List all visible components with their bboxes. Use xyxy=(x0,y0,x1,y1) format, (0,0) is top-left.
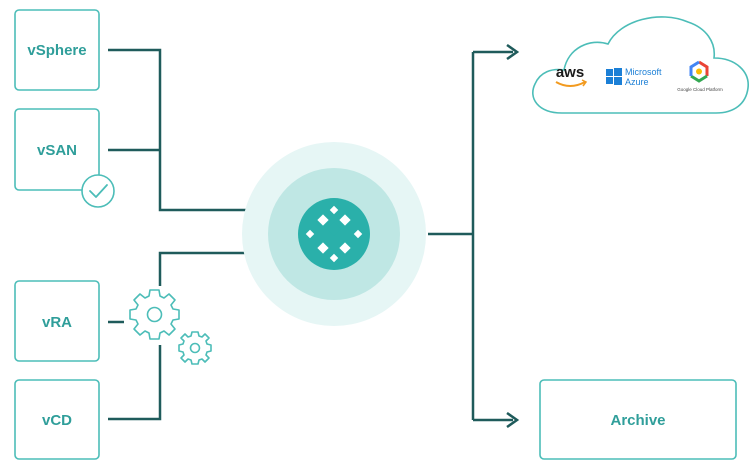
google-cloud-logo: Google Cloud Platform xyxy=(677,60,723,92)
source-vsphere-box xyxy=(14,9,100,91)
azure-microsoft-label: Microsoft xyxy=(625,67,662,77)
aws-label: aws xyxy=(556,64,584,81)
source-vsan-label: vSAN xyxy=(37,142,77,159)
aws-smile-icon xyxy=(555,81,586,87)
source-vcd[interactable]: vCD xyxy=(14,379,100,460)
central-hub[interactable] xyxy=(242,142,426,326)
archive-label: Archive xyxy=(610,412,665,429)
hub-logo-icon xyxy=(305,205,363,263)
vsphere-connector xyxy=(108,48,258,212)
aws-logo: aws xyxy=(555,64,588,87)
source-vsphere[interactable]: vSphere xyxy=(14,9,100,91)
archive-box xyxy=(539,379,737,460)
windows-flag-icon xyxy=(606,68,622,85)
source-vra-label: vRA xyxy=(42,314,72,331)
google-cloud-hexagon-icon xyxy=(689,60,709,83)
small-gear-icon xyxy=(178,331,212,365)
azure-logo: Microsoft Azure xyxy=(606,67,662,87)
source-vcd-label: vCD xyxy=(42,412,72,429)
large-gear-icon xyxy=(129,289,180,340)
source-connectors xyxy=(108,48,265,421)
gears-icon xyxy=(129,289,212,365)
arrow-cloud-icon xyxy=(506,43,520,61)
source-vcd-box xyxy=(14,379,100,460)
cloud-target[interactable]: aws Microsoft Azure Google Cloud Platfor… xyxy=(532,16,749,114)
gears-connector xyxy=(158,251,258,286)
output-connectors xyxy=(428,43,520,429)
source-vsan[interactable]: vSAN xyxy=(14,108,100,191)
check-circle-icon xyxy=(81,174,115,208)
cloud-icon xyxy=(532,16,749,114)
source-vsan-box xyxy=(14,108,100,191)
google-cloud-label: Google Cloud Platform xyxy=(677,87,723,92)
archive-target[interactable]: Archive xyxy=(539,379,737,460)
source-vra-box xyxy=(14,280,100,362)
vcd-connector xyxy=(108,345,162,421)
azure-label: Azure xyxy=(625,77,649,87)
arrow-archive-icon xyxy=(506,411,520,429)
source-vsphere-label: vSphere xyxy=(27,42,86,59)
source-vra[interactable]: vRA xyxy=(14,280,100,362)
